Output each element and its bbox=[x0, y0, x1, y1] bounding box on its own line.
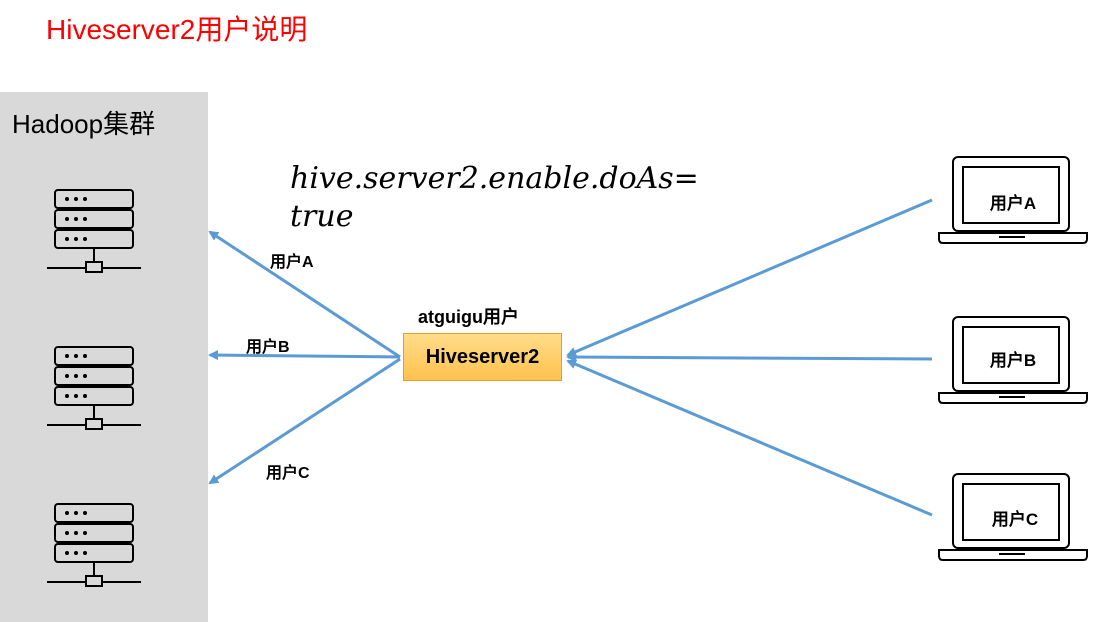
hiveserver-user-label: atguigu用户 bbox=[418, 307, 519, 327]
server-rack-icon bbox=[47, 346, 141, 430]
arrow-label-user-a: 用户A bbox=[270, 254, 314, 271]
page-title: Hiveserver2用户说明 bbox=[46, 14, 308, 45]
arrow-label-user-b: 用户B bbox=[246, 339, 290, 356]
doas-config-text: hive.server2.enable.doAs= true bbox=[290, 160, 699, 236]
hadoop-cluster: Hadoop集群 bbox=[0, 92, 208, 622]
arrow-from-client-b bbox=[566, 352, 933, 363]
client-label-user-c: 用户C bbox=[991, 510, 1039, 529]
hiveserver2-node: Hiveserver2 bbox=[403, 333, 562, 381]
laptop-icon bbox=[938, 473, 1088, 561]
hiveserver2-label: Hiveserver2 bbox=[425, 345, 540, 368]
cluster-label: Hadoop集群 bbox=[12, 109, 156, 139]
arrow-from-client-a bbox=[566, 198, 933, 357]
laptop-icon bbox=[938, 156, 1088, 244]
arrow-from-client-c bbox=[566, 359, 933, 517]
server-rack-icon bbox=[47, 189, 141, 273]
arrow-to-server-c bbox=[208, 357, 401, 485]
config-line-1: hive.server2.enable.doAs= bbox=[290, 161, 699, 196]
arrow-label-user-c: 用户C bbox=[266, 465, 310, 482]
arrow-to-server-a bbox=[208, 230, 401, 359]
client-label-user-a: 用户A bbox=[989, 194, 1037, 213]
server-rack-icon bbox=[47, 503, 141, 587]
config-line-2: true bbox=[290, 199, 354, 234]
arrow-to-server-b bbox=[208, 350, 401, 361]
laptop-icon bbox=[938, 316, 1088, 404]
client-label-user-b: 用户B bbox=[989, 351, 1037, 370]
